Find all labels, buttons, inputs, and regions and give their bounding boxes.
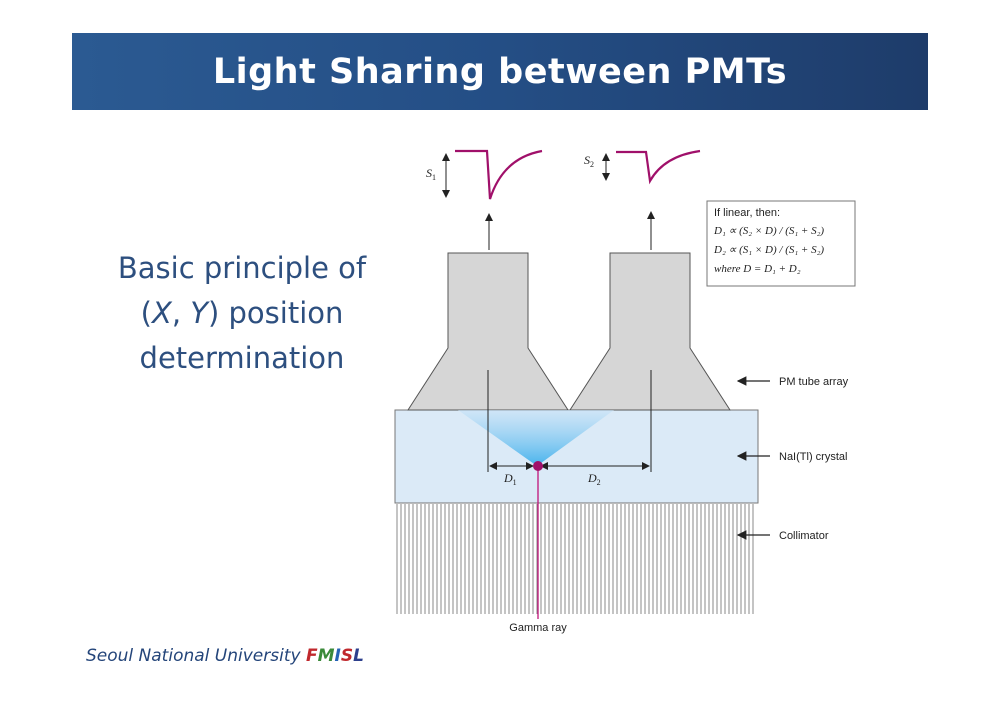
slide-title: Light Sharing between PMTs bbox=[212, 51, 788, 92]
signal-pulse-1 bbox=[455, 149, 543, 200]
logo-m: M bbox=[317, 646, 335, 666]
s1-label: S1 bbox=[426, 166, 436, 182]
separator: , bbox=[171, 296, 191, 330]
principle-line-2: (X, Y) position bbox=[92, 291, 392, 336]
formula-line-3: D₂ ∝ (S₁ × D) / (S₁ + S₂) bbox=[713, 244, 824, 256]
d1-label: D1 bbox=[503, 471, 517, 487]
logo-f: F bbox=[305, 646, 318, 666]
principle-line-3: determination bbox=[139, 341, 345, 375]
var-y: Y bbox=[190, 296, 208, 330]
logo-l: L bbox=[353, 646, 364, 666]
var-x: X bbox=[151, 296, 172, 330]
d2-label: D2 bbox=[587, 471, 601, 487]
crystal-label: NaI(Tl) crystal bbox=[779, 451, 847, 463]
interaction-point bbox=[533, 461, 543, 471]
gamma-ray-label: Gamma ray bbox=[509, 622, 567, 634]
logo-s: S bbox=[340, 646, 354, 666]
university-name: Seoul National University bbox=[86, 646, 306, 666]
principle-text: Basic principle of (X, Y) position deter… bbox=[92, 246, 392, 381]
light-cone bbox=[458, 410, 614, 466]
footer: Seoul National University FMISL bbox=[86, 646, 364, 666]
position-word: ) position bbox=[207, 296, 344, 330]
s2-label: S2 bbox=[584, 153, 594, 169]
pm-tube-right bbox=[569, 252, 731, 411]
principle-line-1: Basic principle of bbox=[117, 251, 367, 285]
signal-pulse-2 bbox=[616, 149, 701, 185]
paren-open: ( bbox=[140, 296, 152, 330]
collimator-label: Collimator bbox=[779, 530, 829, 542]
fmisl-logo: FMISL bbox=[306, 646, 364, 666]
pm-tube-array-label: PM tube array bbox=[779, 376, 849, 388]
title-bar: Light Sharing between PMTs bbox=[72, 33, 928, 110]
logo-i: I bbox=[334, 646, 341, 666]
formula-line-2: D₁ ∝ (S₂ × D) / (S₁ + S₂) bbox=[713, 225, 824, 237]
formula-line-1: If linear, then: bbox=[714, 207, 780, 219]
formula-box: If linear, then: D₁ ∝ (S₂ × D) / (S₁ + S… bbox=[706, 200, 856, 287]
formula-line-4: where D = D₁ + D₂ bbox=[714, 263, 801, 275]
collimator bbox=[395, 503, 758, 615]
